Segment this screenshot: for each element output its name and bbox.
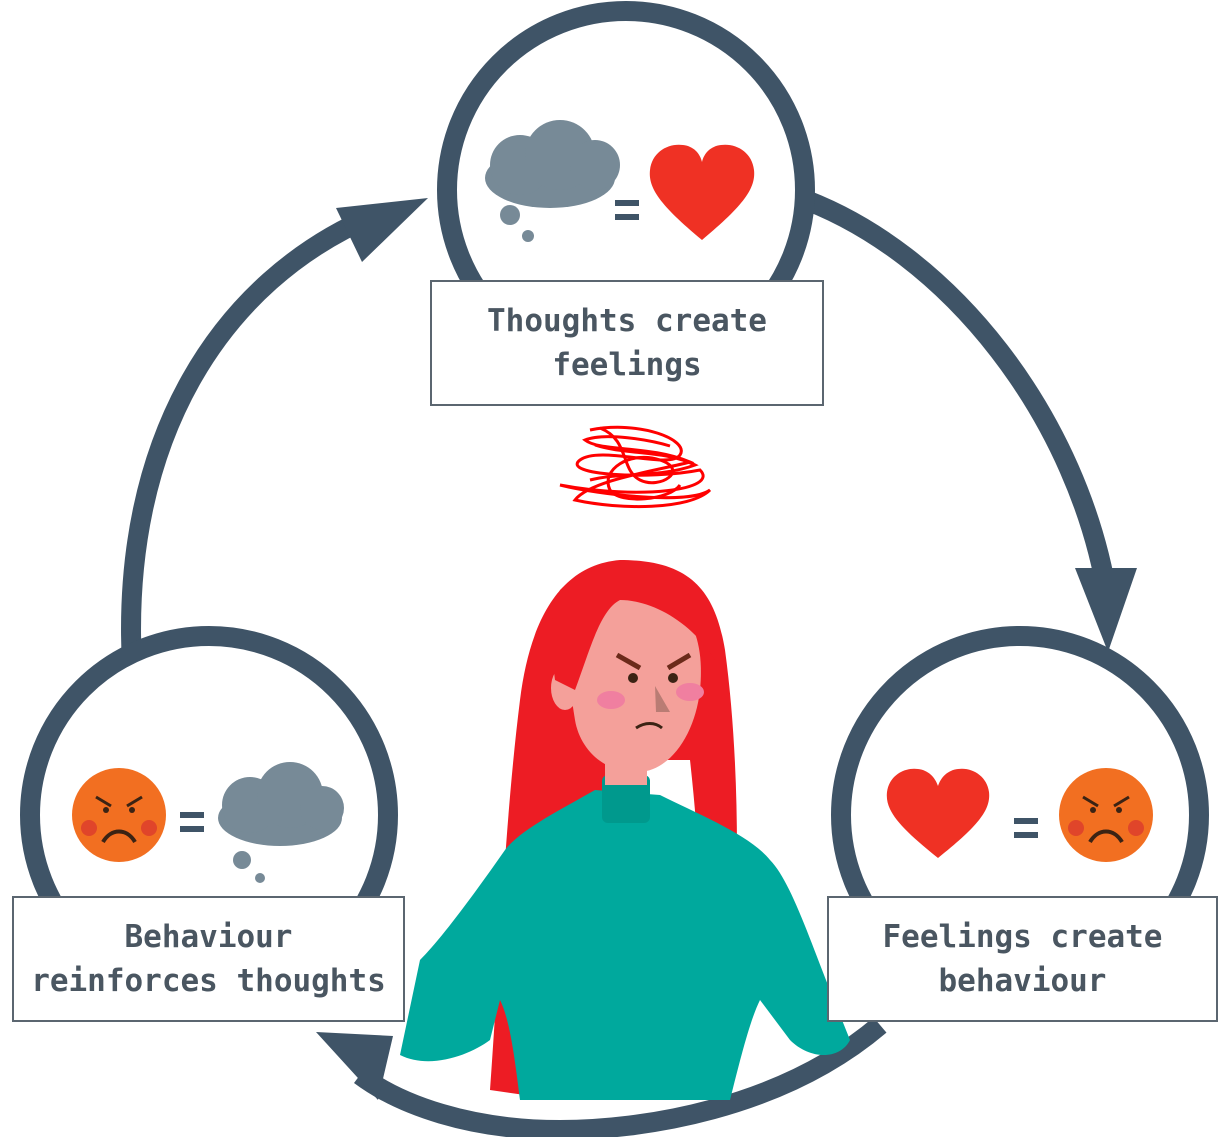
arrowhead-top bbox=[336, 198, 428, 262]
eye-right bbox=[668, 673, 678, 683]
nose bbox=[655, 686, 670, 712]
thought-cloud-icon-behaviour bbox=[218, 762, 344, 883]
equals-icon bbox=[615, 200, 639, 220]
face bbox=[567, 593, 701, 773]
heart-icon-feelings bbox=[886, 768, 990, 858]
angry-face-icon bbox=[1059, 768, 1153, 862]
scribble-icon bbox=[559, 425, 712, 509]
hair-fringe bbox=[551, 565, 717, 690]
arrow-behaviour-to-thoughts bbox=[121, 205, 379, 666]
arrowhead-right bbox=[1075, 568, 1137, 652]
label-thoughts-line1: Thoughts create bbox=[487, 303, 767, 339]
arrow-feelings-to-behaviour bbox=[354, 1017, 887, 1137]
label-behaviour-line2: reinforces thoughts bbox=[31, 963, 386, 999]
label-thoughts-line2: feelings bbox=[552, 347, 702, 383]
label-feelings-line2: behaviour bbox=[938, 963, 1107, 999]
angry-face-icon-behaviour bbox=[72, 768, 166, 862]
turtleneck bbox=[602, 775, 650, 823]
label-feelings: Feelings create behaviour bbox=[827, 896, 1218, 1022]
equals-icon-feelings bbox=[1014, 818, 1038, 838]
label-behaviour: Behaviour reinforces thoughts bbox=[12, 896, 405, 1022]
label-thoughts: Thoughts create feelings bbox=[430, 280, 824, 406]
thought-cloud-icon bbox=[485, 120, 620, 242]
label-behaviour-line1: Behaviour bbox=[124, 919, 293, 955]
arrowhead-bottom bbox=[316, 1032, 393, 1100]
equals-icon-behaviour bbox=[180, 812, 204, 832]
arrow-thoughts-to-feelings bbox=[791, 186, 1118, 602]
eyebrow-left bbox=[615, 652, 642, 671]
woman-illustration bbox=[400, 560, 850, 1100]
sweater bbox=[400, 790, 850, 1100]
eye-left bbox=[628, 673, 638, 683]
label-feelings-line1: Feelings create bbox=[882, 919, 1163, 955]
mouth bbox=[635, 722, 663, 730]
eyebrow-right bbox=[666, 652, 692, 671]
cheek-right bbox=[676, 683, 704, 701]
cycle-arrows bbox=[121, 186, 1118, 1137]
heart-icon bbox=[649, 144, 755, 240]
cheek-left bbox=[597, 691, 625, 709]
